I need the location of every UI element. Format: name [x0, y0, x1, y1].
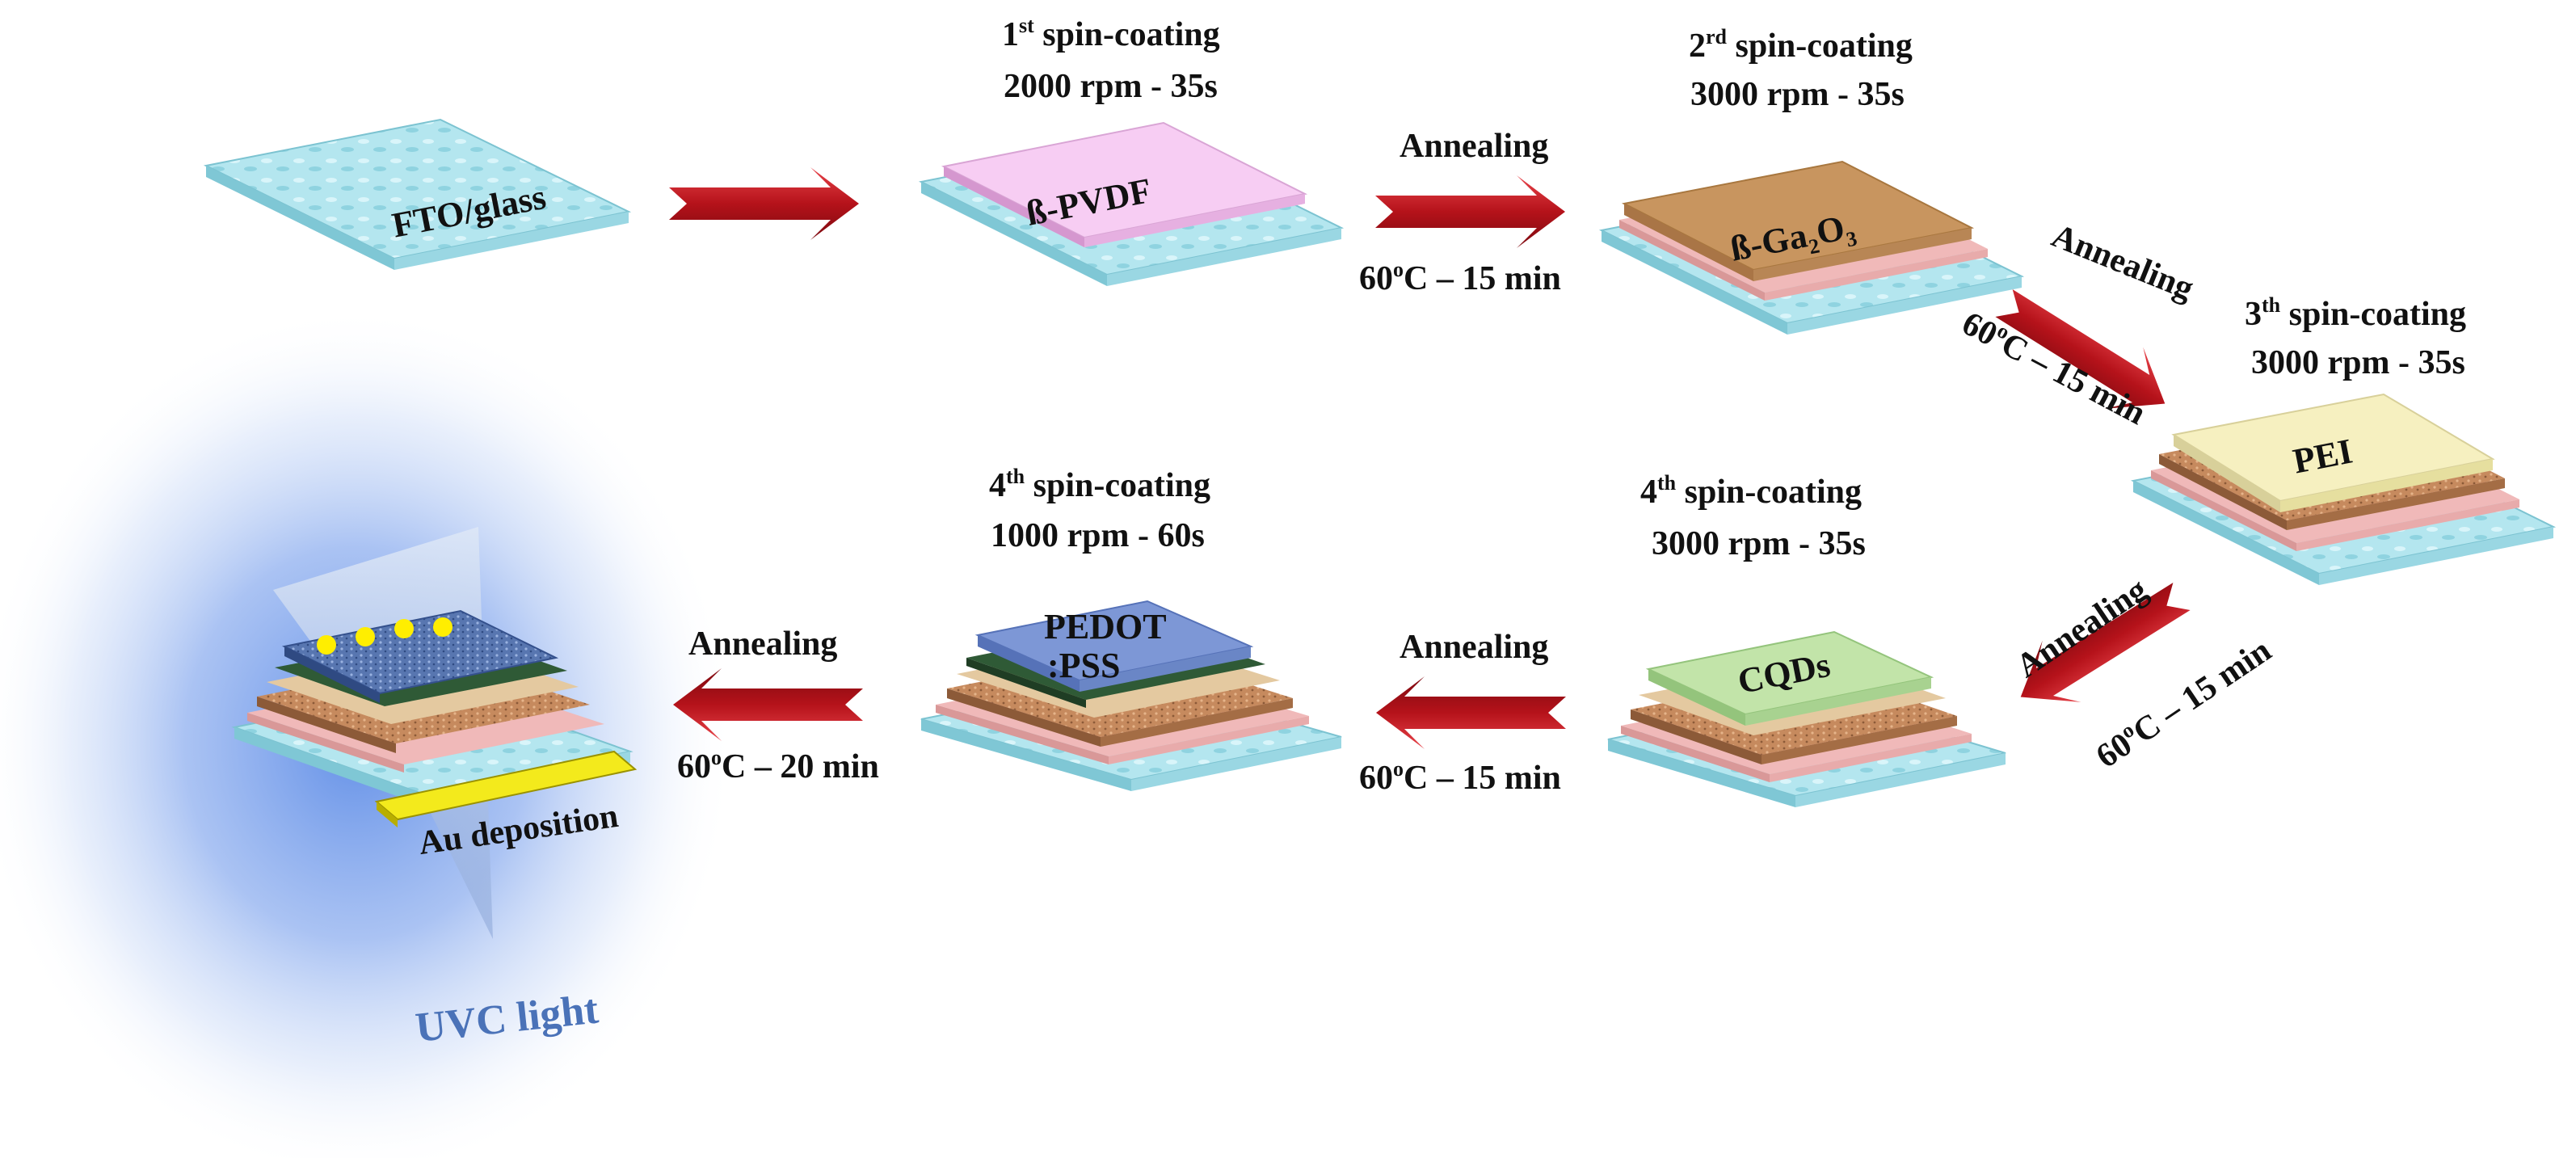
- photon-dot-3: [394, 619, 414, 638]
- step4a-title: 4th spin-coating: [1640, 471, 1862, 511]
- arrow-6: [673, 668, 863, 741]
- step1-speed: 2000 rpm - 35s: [1004, 68, 1218, 105]
- anneal4-temp: 60oC – 15 min: [1359, 757, 1561, 797]
- arrow-5: [1376, 676, 1566, 749]
- pedot-label-line1: PEDOT: [1044, 607, 1167, 646]
- step2-title: 2rd spin-coating: [1689, 25, 1913, 65]
- sample-ga2o3: ß-Ga2O3: [1598, 160, 2025, 335]
- arrow-2: [1375, 175, 1565, 248]
- step3-title: 3th spin-coating: [2245, 293, 2466, 333]
- sample-pei: PEI: [2130, 393, 2557, 585]
- photon-dot-1: [317, 635, 336, 655]
- photon-dot-4: [433, 617, 452, 637]
- photon-dot-2: [356, 627, 375, 646]
- step4a-speed: 3000 rpm - 35s: [1652, 525, 1866, 562]
- sample-cqds: CQDs: [1607, 630, 2006, 807]
- sample-pedot-pss: PEDOT :PSS: [920, 600, 1342, 791]
- step1-title: 1st spin-coating: [1002, 14, 1220, 53]
- arrow-3: [1995, 289, 2166, 409]
- anneal1-title: Annealing: [1400, 128, 1548, 165]
- anneal5-title: Annealing: [688, 625, 837, 663]
- anneal2-title: Annealing: [2047, 217, 2199, 308]
- arrow-4: [2020, 583, 2191, 702]
- arrow-1: [669, 167, 859, 240]
- anneal1-temp: 60oC – 15 min: [1359, 258, 1561, 297]
- sample-fto-glass: FTO/glass: [203, 118, 632, 270]
- sample-final-device: Au deposition: [231, 527, 638, 939]
- sample-pvdf: ß-PVDF: [918, 121, 1345, 286]
- step4b-title: 4th spin-coating: [989, 465, 1210, 504]
- step4b-speed: 1000 rpm - 60s: [991, 517, 1205, 554]
- step2-speed: 3000 rpm - 35s: [1690, 76, 1905, 113]
- step3-speed: 3000 rpm - 35s: [2251, 344, 2465, 381]
- anneal4-title: Annealing: [1400, 629, 1548, 666]
- anneal5-temp: 60oC – 20 min: [677, 746, 879, 785]
- pedot-label-line2: :PSS: [1047, 646, 1120, 685]
